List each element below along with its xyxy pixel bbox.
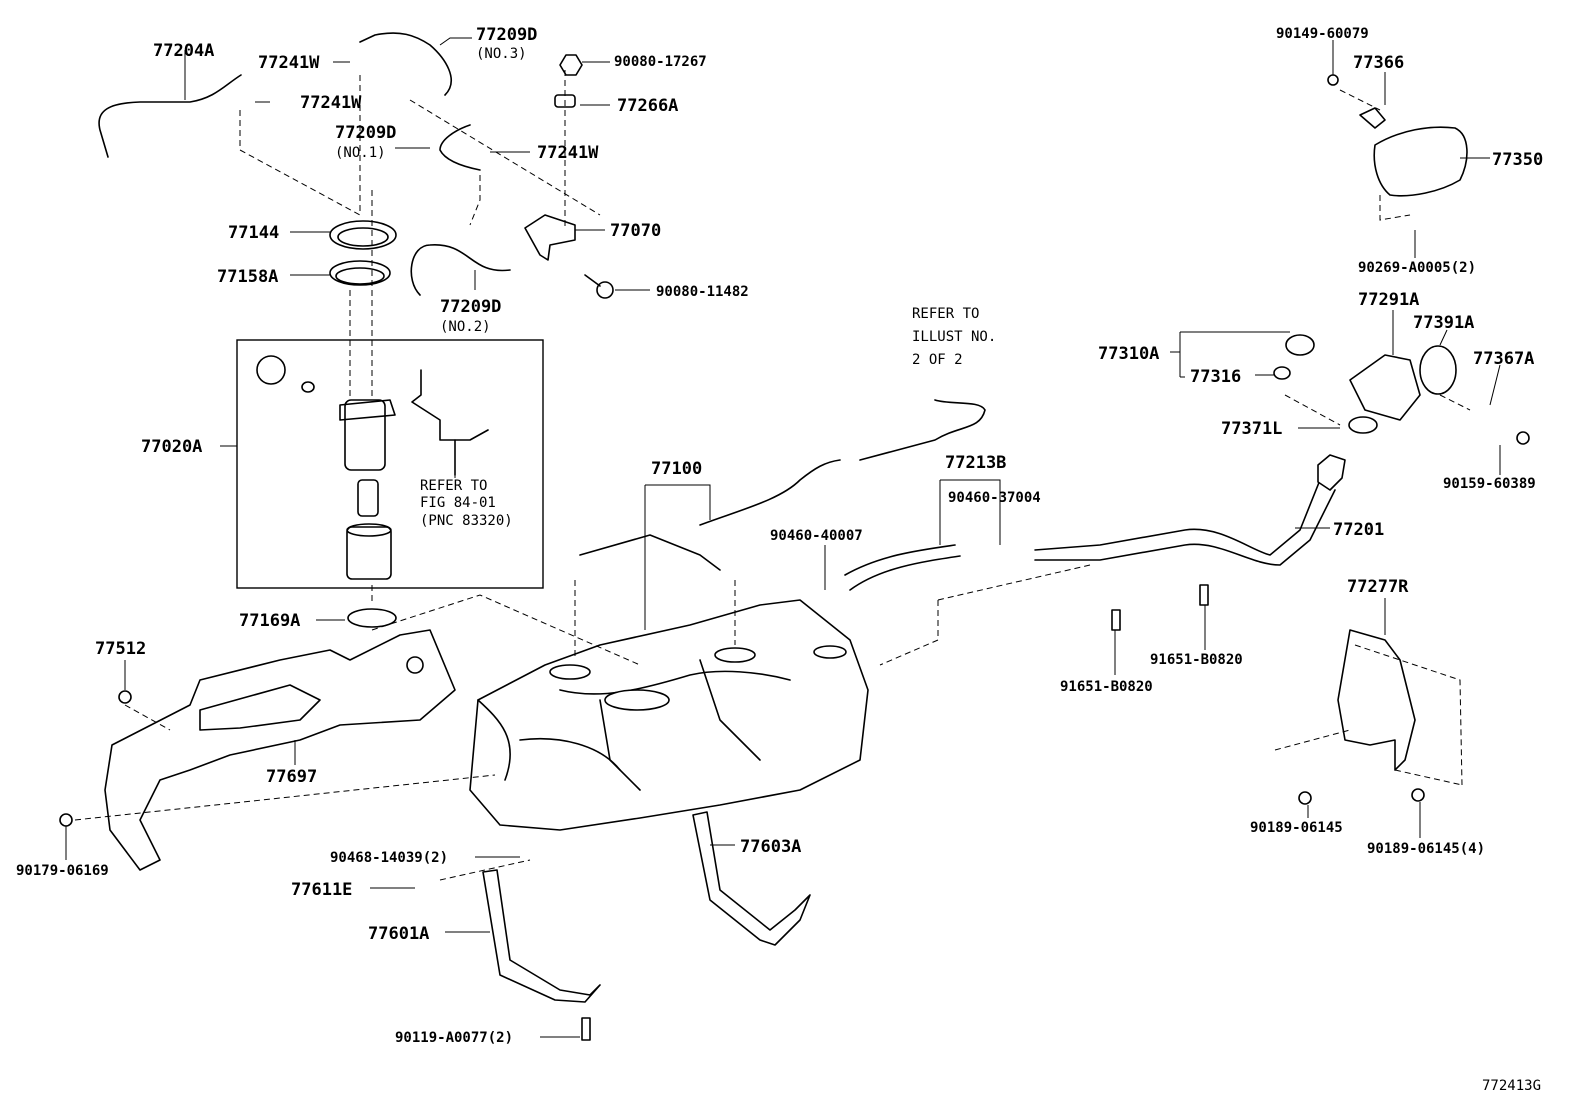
label-77316[interactable]: 77316 — [1190, 367, 1241, 387]
label-77603A[interactable]: 77603A — [740, 837, 801, 857]
label-77158A[interactable]: 77158A — [217, 267, 278, 287]
label-77020A[interactable]: 77020A — [141, 437, 202, 457]
label-90189-06145-b[interactable]: 90189-06145(4) — [1367, 841, 1485, 857]
label-90189-06145-a[interactable]: 90189-06145 — [1250, 820, 1343, 836]
protector-77277R[interactable] — [1337, 629, 1416, 771]
label-90460-37004[interactable]: 90460-37004 — [948, 490, 1041, 506]
label-77266A[interactable]: 77266A — [617, 96, 678, 116]
refer-fig-line1: REFER TO — [420, 478, 487, 494]
note-no1: (NO.1) — [335, 145, 386, 161]
label-77144[interactable]: 77144 — [228, 223, 279, 243]
strap-77601A[interactable] — [482, 869, 601, 1003]
heat-insulator-77697[interactable] — [104, 629, 456, 871]
pump-assembly-box — [236, 339, 544, 589]
wire-harnesses[interactable] — [98, 32, 511, 296]
refer-fig-line2: FIG 84-01 — [420, 495, 496, 511]
label-77209D-no2[interactable]: 77209D — [440, 297, 501, 317]
fuel-pump-parts[interactable] — [256, 355, 489, 580]
note-no3: (NO.3) — [476, 46, 527, 62]
label-90119-A0077[interactable]: 90119-A0077(2) — [395, 1030, 513, 1046]
label-77241W-b[interactable]: 77241W — [300, 93, 362, 113]
label-90460-40007[interactable]: 90460-40007 — [770, 528, 863, 544]
label-77512[interactable]: 77512 — [95, 639, 146, 659]
fuel-tank-77100[interactable] — [469, 599, 869, 831]
assembly-guidelines — [74, 70, 1471, 881]
label-77371L[interactable]: 77371L — [1221, 419, 1282, 439]
filler-pipe-77201[interactable] — [1034, 454, 1346, 566]
refer-illust-line2: ILLUST NO. — [912, 329, 996, 345]
label-90080-11482[interactable]: 90080-11482 — [656, 284, 749, 300]
fuel-lid-77350[interactable] — [1359, 107, 1468, 197]
label-77169A[interactable]: 77169A — [239, 611, 300, 631]
filler-cap-77310A[interactable] — [1273, 334, 1315, 380]
label-77277R[interactable]: 77277R — [1347, 577, 1409, 597]
label-77204A[interactable]: 77204A — [153, 41, 214, 61]
label-77310A[interactable]: 77310A — [1098, 344, 1159, 364]
label-77070[interactable]: 77070 — [610, 221, 661, 241]
label-77367A[interactable]: 77367A — [1473, 349, 1534, 369]
strap-77603A[interactable] — [692, 811, 811, 946]
label-77209D-no3[interactable]: 77209D — [476, 25, 537, 45]
gasket-77169A[interactable] — [347, 608, 397, 628]
label-90269-A0005[interactable]: 90269-A0005(2) — [1358, 260, 1476, 276]
refer-illust-line1: REFER TO — [912, 306, 979, 322]
note-no2: (NO.2) — [440, 319, 491, 335]
label-77350[interactable]: 77350 — [1492, 150, 1543, 170]
label-77391A[interactable]: 77391A — [1413, 313, 1474, 333]
bolt-90080-11482[interactable] — [584, 274, 614, 299]
label-91651-B0820-b[interactable]: 91651-B0820 — [1150, 652, 1243, 668]
label-77366[interactable]: 77366 — [1353, 53, 1404, 73]
refer-illust-line3: 2 OF 2 — [912, 352, 963, 368]
lock-ring-77144[interactable] — [329, 220, 397, 250]
label-77601A[interactable]: 77601A — [368, 924, 429, 944]
label-77697[interactable]: 77697 — [266, 767, 317, 787]
fasteners[interactable] — [59, 74, 1530, 1041]
label-77241W-a[interactable]: 77241W — [258, 53, 320, 73]
refer-fig-line3: (PNC 83320) — [420, 513, 513, 529]
leader-lines — [65, 37, 1501, 1038]
hoses[interactable] — [579, 399, 986, 591]
label-91651-B0820-a[interactable]: 91651-B0820 — [1060, 679, 1153, 695]
gasket-77158A[interactable] — [329, 260, 391, 286]
label-77291A[interactable]: 77291A — [1358, 290, 1419, 310]
label-77213B[interactable]: 77213B — [945, 453, 1006, 473]
label-90468-14039[interactable]: 90468-14039(2) — [330, 850, 448, 866]
filler-housing-77291A[interactable] — [1348, 345, 1457, 434]
label-77201[interactable]: 77201 — [1333, 520, 1384, 540]
label-77100[interactable]: 77100 — [651, 459, 702, 479]
figure-code: 772413G — [1482, 1078, 1541, 1094]
label-77241W-c[interactable]: 77241W — [537, 143, 599, 163]
label-90179-06169[interactable]: 90179-06169 — [16, 863, 109, 879]
label-77209D-no1[interactable]: 77209D — [335, 123, 396, 143]
label-77611E[interactable]: 77611E — [291, 880, 352, 900]
label-90149-60079[interactable]: 90149-60079 — [1276, 26, 1369, 42]
label-90080-17267[interactable]: 90080-17267 — [614, 54, 707, 70]
label-90159-60389[interactable]: 90159-60389 — [1443, 476, 1536, 492]
